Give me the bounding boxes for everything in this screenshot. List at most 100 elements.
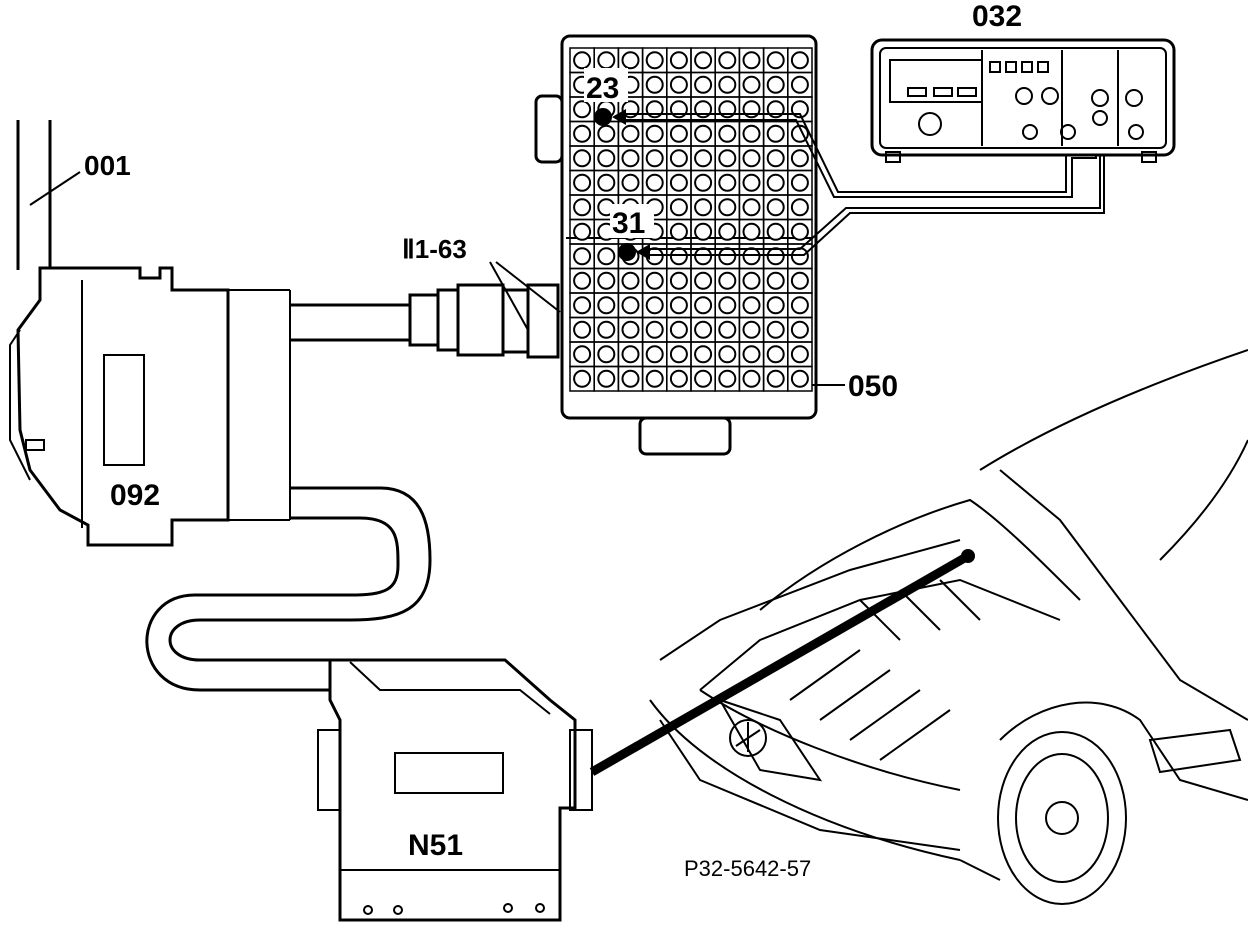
socket[interactable] xyxy=(597,296,616,315)
socket[interactable] xyxy=(742,222,761,241)
socket[interactable] xyxy=(573,345,592,364)
socket[interactable] xyxy=(669,124,688,143)
socket[interactable] xyxy=(742,198,761,217)
socket[interactable] xyxy=(766,75,785,94)
socket[interactable] xyxy=(790,222,809,241)
socket[interactable] xyxy=(597,51,616,70)
socket[interactable] xyxy=(669,320,688,339)
socket[interactable] xyxy=(669,296,688,315)
socket[interactable] xyxy=(718,345,737,364)
socket[interactable] xyxy=(573,51,592,70)
socket[interactable] xyxy=(645,271,664,290)
socket[interactable] xyxy=(573,100,592,119)
socket[interactable] xyxy=(573,247,592,266)
socket[interactable] xyxy=(573,369,592,388)
socket[interactable] xyxy=(694,320,713,339)
socket[interactable] xyxy=(742,124,761,143)
socket[interactable] xyxy=(597,173,616,192)
socket[interactable] xyxy=(718,51,737,70)
socket[interactable] xyxy=(645,124,664,143)
socket[interactable] xyxy=(597,124,616,143)
socket[interactable] xyxy=(694,124,713,143)
socket[interactable] xyxy=(645,51,664,70)
socket[interactable] xyxy=(645,345,664,364)
socket[interactable] xyxy=(718,173,737,192)
socket[interactable] xyxy=(694,51,713,70)
socket[interactable] xyxy=(742,369,761,388)
socket[interactable] xyxy=(742,173,761,192)
socket[interactable] xyxy=(645,173,664,192)
socket[interactable] xyxy=(742,296,761,315)
socket[interactable] xyxy=(718,124,737,143)
socket[interactable] xyxy=(645,75,664,94)
socket[interactable] xyxy=(597,271,616,290)
meter-jack-3[interactable] xyxy=(1092,110,1108,126)
socket[interactable] xyxy=(621,345,640,364)
socket[interactable] xyxy=(766,271,785,290)
socket[interactable] xyxy=(718,369,737,388)
meter-jack-4[interactable] xyxy=(1128,124,1144,140)
socket[interactable] xyxy=(621,320,640,339)
socket[interactable] xyxy=(790,369,809,388)
socket[interactable] xyxy=(597,369,616,388)
socket[interactable] xyxy=(742,271,761,290)
socket[interactable] xyxy=(645,149,664,168)
socket[interactable] xyxy=(790,149,809,168)
socket[interactable] xyxy=(742,345,761,364)
socket[interactable] xyxy=(790,271,809,290)
socket[interactable] xyxy=(694,369,713,388)
socket[interactable] xyxy=(766,124,785,143)
socket[interactable] xyxy=(790,173,809,192)
meter-jack-1[interactable] xyxy=(1022,124,1038,140)
socket[interactable] xyxy=(766,149,785,168)
socket[interactable] xyxy=(621,51,640,70)
socket[interactable] xyxy=(645,296,664,315)
socket[interactable] xyxy=(694,173,713,192)
socket[interactable] xyxy=(742,320,761,339)
meter-dial-knob[interactable] xyxy=(918,112,942,136)
socket[interactable] xyxy=(718,149,737,168)
socket[interactable] xyxy=(790,345,809,364)
socket[interactable] xyxy=(718,247,737,266)
socket[interactable] xyxy=(766,51,785,70)
socket[interactable] xyxy=(766,222,785,241)
socket[interactable] xyxy=(766,345,785,364)
socket[interactable] xyxy=(645,320,664,339)
socket[interactable] xyxy=(573,320,592,339)
socket[interactable] xyxy=(694,296,713,315)
socket[interactable] xyxy=(621,296,640,315)
socket[interactable] xyxy=(694,345,713,364)
socket[interactable] xyxy=(669,222,688,241)
socket[interactable] xyxy=(573,198,592,217)
socket[interactable] xyxy=(573,222,592,241)
socket[interactable] xyxy=(621,271,640,290)
socket[interactable] xyxy=(621,369,640,388)
socket[interactable] xyxy=(742,75,761,94)
socket[interactable] xyxy=(694,222,713,241)
socket[interactable] xyxy=(766,296,785,315)
socket[interactable] xyxy=(766,247,785,266)
socket[interactable] xyxy=(669,198,688,217)
socket[interactable] xyxy=(573,271,592,290)
socket[interactable] xyxy=(621,124,640,143)
socket[interactable] xyxy=(597,345,616,364)
socket[interactable] xyxy=(597,247,616,266)
socket[interactable] xyxy=(573,124,592,143)
socket[interactable] xyxy=(573,173,592,192)
socket[interactable] xyxy=(669,173,688,192)
socket[interactable] xyxy=(573,149,592,168)
socket[interactable] xyxy=(718,296,737,315)
socket[interactable] xyxy=(669,369,688,388)
socket[interactable] xyxy=(645,369,664,388)
socket[interactable] xyxy=(718,320,737,339)
socket[interactable] xyxy=(742,149,761,168)
meter-jack-2[interactable] xyxy=(1060,124,1076,140)
socket[interactable] xyxy=(790,296,809,315)
socket[interactable] xyxy=(766,320,785,339)
socket[interactable] xyxy=(597,320,616,339)
socket[interactable] xyxy=(790,320,809,339)
socket[interactable] xyxy=(573,296,592,315)
socket[interactable] xyxy=(669,271,688,290)
socket[interactable] xyxy=(790,51,809,70)
socket[interactable] xyxy=(621,173,640,192)
